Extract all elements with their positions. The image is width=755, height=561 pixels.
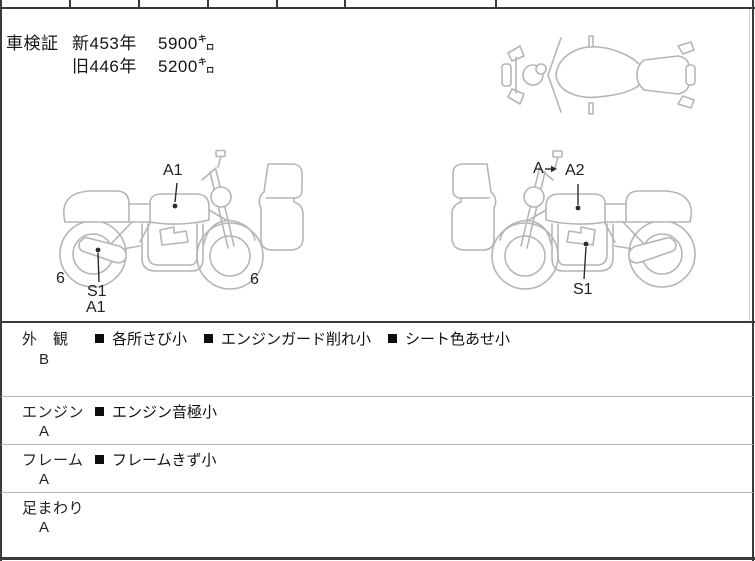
- note-item: 各所さび小: [95, 328, 187, 349]
- exterior-notes: 各所さび小 エンジンガード削れ小 シート色あせ小: [95, 328, 510, 349]
- note-item: シート色あせ小: [388, 328, 510, 349]
- page-right-border: [752, 0, 754, 561]
- section-divider: [1, 444, 753, 445]
- inner-cell-border: [749, 9, 750, 321]
- bullet-square-icon: [388, 334, 398, 343]
- annotation-s1-right: S1: [573, 281, 593, 298]
- note-text: フレームきず小: [112, 452, 217, 469]
- section-label-engine: エンジン: [22, 404, 85, 421]
- shaken-old-reg: 旧446年: [72, 57, 137, 76]
- annotation-a: A: [533, 160, 544, 177]
- engine-notes: エンジン音極小: [95, 401, 217, 422]
- section-divider-strong: [0, 321, 755, 323]
- section-divider: [1, 396, 753, 397]
- annotation-6-left: 6: [56, 270, 65, 287]
- shaken-title: 車検証: [6, 34, 59, 53]
- table-column-divider: [495, 0, 497, 7]
- annotation-a2: A2: [565, 162, 585, 179]
- section-divider: [1, 492, 753, 493]
- frame-notes: フレームきず小: [95, 449, 217, 470]
- page-bottom-border: [0, 557, 755, 560]
- note-item: フレームきず小: [95, 449, 217, 470]
- note-item: エンジンガード削れ小: [204, 328, 371, 349]
- bullet-square-icon: [95, 334, 104, 343]
- motorcycle-right-side-drawing: [451, 150, 696, 290]
- annotation-s1-left: S1: [87, 283, 107, 300]
- note-text: シート色あせ小: [405, 331, 511, 348]
- annotation-a1: A1: [163, 162, 183, 179]
- table-column-divider: [276, 0, 278, 7]
- page-left-border: [0, 0, 2, 561]
- grade-undercarriage: A: [39, 519, 50, 536]
- bullet-square-icon: [95, 455, 104, 464]
- note-item: エンジン音極小: [95, 401, 217, 422]
- table-bottom-border: [0, 7, 755, 9]
- grade-frame: A: [39, 471, 50, 488]
- table-column-divider: [344, 0, 346, 7]
- note-text: エンジン音極小: [112, 404, 218, 421]
- note-text: エンジンガード削れ小: [221, 331, 372, 348]
- shaken-new-km: 5900㌔: [158, 34, 216, 53]
- shaken-old-km: 5200㌔: [158, 57, 216, 76]
- table-column-divider: [69, 0, 71, 7]
- motorcycle-left-side-drawing: [59, 149, 304, 290]
- bullet-square-icon: [204, 334, 214, 343]
- annotation-6-right: 6: [250, 271, 259, 288]
- grade-engine: A: [39, 423, 50, 440]
- section-label-undercarriage: 足まわり: [22, 500, 85, 517]
- motorcycle-top-view-drawing: [501, 35, 696, 115]
- section-label-frame: フレーム: [22, 452, 84, 469]
- annotation-a1-lower: A1: [86, 299, 106, 316]
- shaken-new-reg: 新453年: [72, 34, 137, 53]
- section-label-exterior: 外 観: [22, 331, 69, 348]
- grade-exterior: B: [39, 351, 50, 368]
- table-column-divider: [138, 0, 140, 7]
- bullet-square-icon: [95, 407, 104, 416]
- note-text: 各所さび小: [112, 331, 188, 348]
- table-column-divider: [207, 0, 209, 7]
